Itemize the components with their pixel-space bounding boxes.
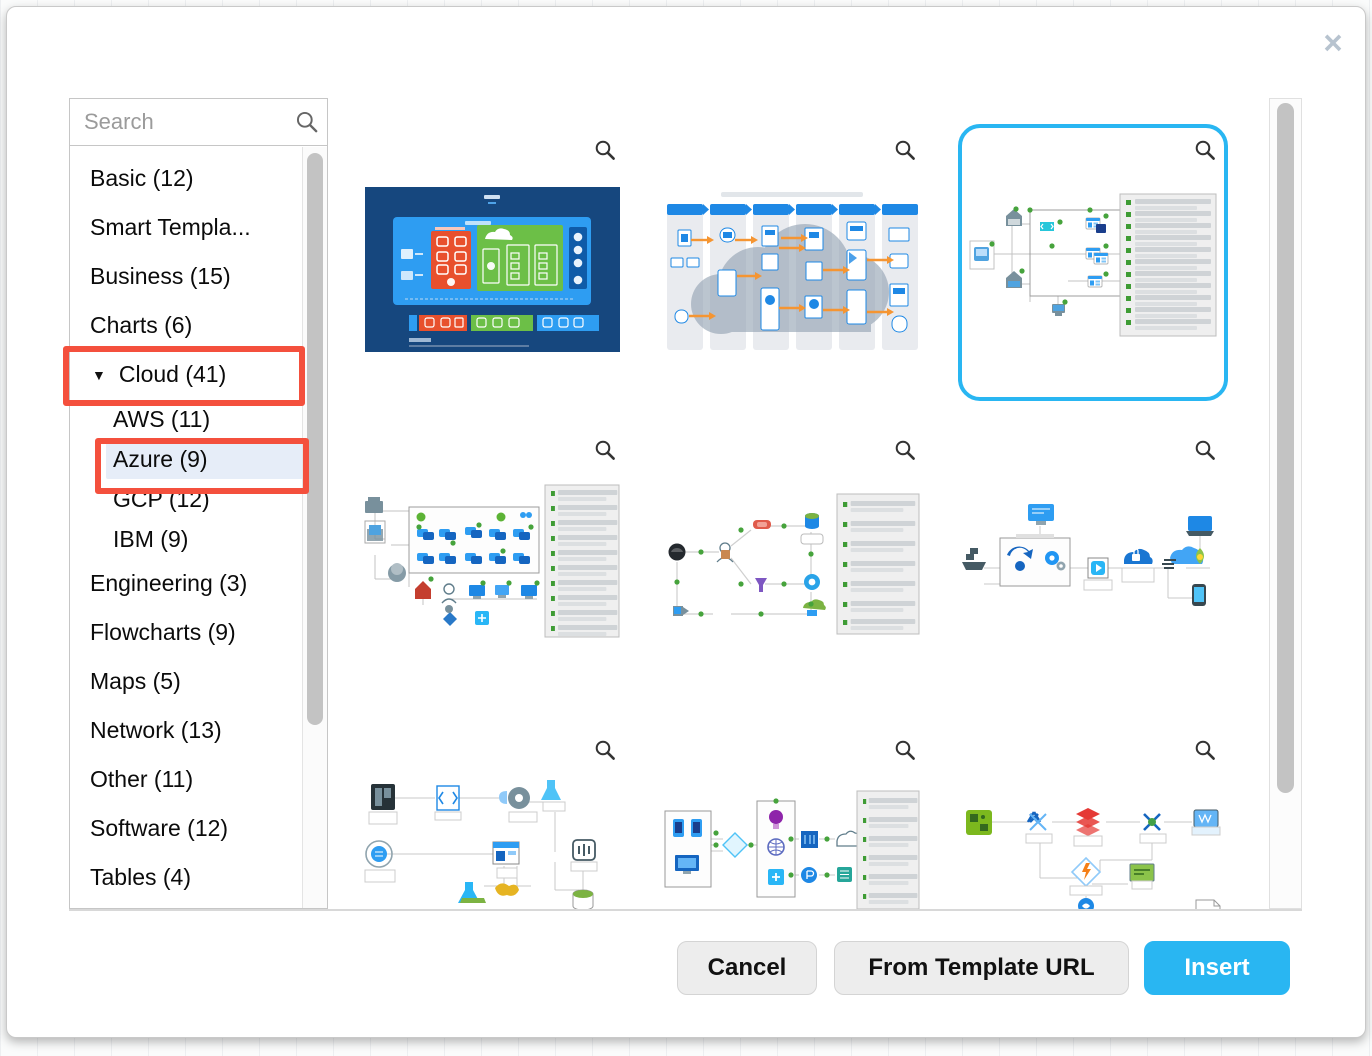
sidebar-item-gcp-12[interactable]: GCP (12) — [70, 479, 327, 519]
template-cell-3[interactable] — [931, 98, 1231, 401]
sidebar-item-label: Engineering (3) — [90, 570, 248, 596]
template-cell-4[interactable] — [331, 398, 631, 698]
template-1-thumbnail — [365, 187, 620, 352]
template-cell-7[interactable] — [331, 698, 631, 909]
search-input[interactable] — [82, 108, 295, 136]
sidebar-item-aws-11[interactable]: AWS (11) — [70, 399, 327, 439]
close-icon[interactable]: × — [1323, 24, 1343, 61]
expand-arrow-icon[interactable]: ▼ — [92, 366, 106, 383]
sidebar-item-label: Azure (9) — [106, 439, 303, 479]
sidebar-item-ibm-9[interactable]: IBM (9) — [70, 519, 327, 559]
sidebar-item-business-15[interactable]: Business (15) — [70, 252, 327, 301]
template-6-thumbnail — [958, 496, 1221, 614]
sidebar-item-label: Business (15) — [90, 263, 231, 289]
search-box — [69, 98, 328, 146]
grid-scrollbar-thumb[interactable] — [1277, 103, 1294, 793]
zoom-preview-icon[interactable] — [594, 439, 616, 461]
sidebar-item-label: Network (13) — [90, 717, 222, 743]
zoom-preview-icon[interactable] — [1194, 139, 1216, 161]
template-8-thumbnail — [661, 781, 921, 909]
sidebar-item-label: Tables (4) — [90, 864, 191, 890]
template-4-thumbnail — [361, 481, 621, 641]
sidebar-item-label: AWS (11) — [113, 405, 211, 432]
template-2-thumbnail — [663, 192, 921, 354]
template-3-thumbnail — [968, 186, 1218, 341]
template-cell-9[interactable] — [931, 698, 1231, 909]
sidebar-item-charts-6[interactable]: Charts (6) — [70, 301, 327, 350]
sidebar-item-label: Maps (5) — [90, 668, 181, 694]
sidebar-item-label: GCP (12) — [113, 485, 210, 512]
sidebar-item-engineering-3[interactable]: Engineering (3) — [70, 559, 327, 608]
template-7-thumbnail — [361, 776, 621, 909]
template-grid — [329, 98, 1269, 909]
template-dialog: × Basic (12) Smart Templa... Business (15)… — [6, 6, 1366, 1038]
sidebar-item-label: Flowcharts (9) — [90, 619, 236, 645]
sidebar-item-software-12[interactable]: Software (12) — [70, 804, 327, 853]
sidebar-item-label: Other (11) — [90, 766, 194, 792]
sidebar-scrollbar-thumb[interactable] — [307, 153, 323, 725]
template-cell-5[interactable] — [631, 398, 931, 698]
template-cell-1[interactable] — [331, 98, 631, 398]
from-template-url-button[interactable]: From Template URL — [834, 941, 1129, 995]
template-5-thumbnail — [661, 486, 921, 638]
sidebar-item-tables-4[interactable]: Tables (4) — [70, 853, 327, 902]
sidebar-category-list: Basic (12) Smart Templa... Business (15) Ch… — [69, 146, 328, 909]
grid-scrollbar-track[interactable] — [1269, 98, 1302, 909]
zoom-preview-icon[interactable] — [594, 739, 616, 761]
sidebar-item-label: Smart Templa... — [90, 214, 251, 240]
zoom-preview-icon[interactable] — [1194, 439, 1216, 461]
insert-button[interactable]: Insert — [1144, 941, 1290, 995]
selected-template-frame — [958, 124, 1228, 401]
sidebar-item-flowcharts-9[interactable]: Flowcharts (9) — [70, 608, 327, 657]
sidebar-scrollbar-track[interactable] — [302, 147, 327, 908]
sidebar-item-azure-9[interactable]: Azure (9) — [70, 439, 327, 479]
zoom-preview-icon[interactable] — [894, 739, 916, 761]
sidebar-item-cloud-41[interactable]: ▼ Cloud (41) — [70, 350, 327, 399]
search-icon — [296, 111, 318, 133]
sidebar-item-label: IBM (9) — [113, 525, 189, 552]
template-9-thumbnail — [958, 786, 1221, 909]
template-cell-8[interactable] — [631, 698, 931, 909]
sidebar-item-label: Charts (6) — [90, 312, 193, 338]
content-divider — [69, 909, 1302, 911]
sidebar-item-basic-12[interactable]: Basic (12) — [70, 154, 327, 203]
zoom-preview-icon[interactable] — [594, 139, 616, 161]
sidebar-item-maps-5[interactable]: Maps (5) — [70, 657, 327, 706]
sidebar-item-other-11[interactable]: Other (11) — [70, 755, 327, 804]
sidebar-item-network-13[interactable]: Network (13) — [70, 706, 327, 755]
template-cell-2[interactable] — [631, 98, 931, 398]
template-cell-6[interactable] — [931, 398, 1231, 698]
sidebar-item-label: Cloud (41) — [118, 361, 227, 387]
zoom-preview-icon[interactable] — [1194, 739, 1216, 761]
sidebar-item-label: Basic (12) — [90, 165, 194, 191]
sidebar-item-label: Software (12) — [90, 815, 229, 841]
sidebar-item-smart-templa[interactable]: Smart Templa... — [70, 203, 327, 252]
cancel-button[interactable]: Cancel — [677, 941, 817, 995]
zoom-preview-icon[interactable] — [894, 439, 916, 461]
zoom-preview-icon[interactable] — [894, 139, 916, 161]
